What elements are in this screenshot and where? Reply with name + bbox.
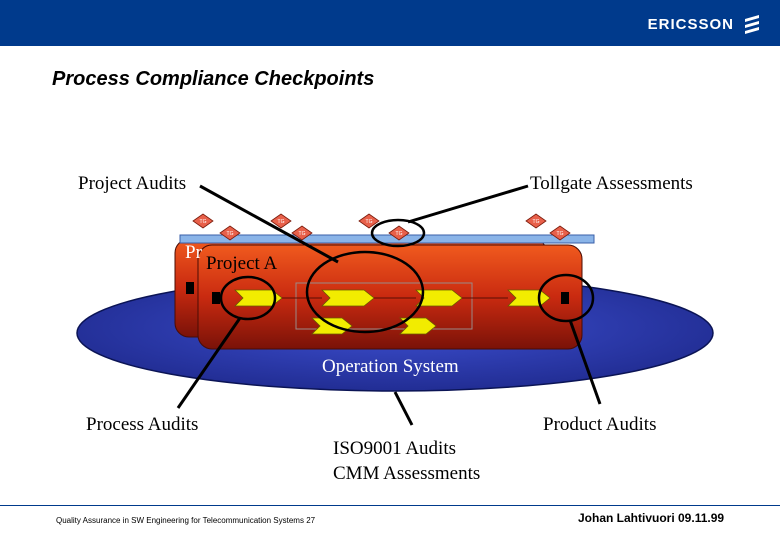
arrow-shape: [321, 289, 375, 307]
start-square-front: [212, 292, 220, 304]
project-a-label: Project A: [206, 253, 278, 274]
iso-line: [393, 391, 414, 426]
tg-label: TG: [557, 231, 564, 237]
tg-label: TG: [278, 219, 285, 225]
project-back-label: Pr: [185, 242, 202, 263]
tg-label: TG: [299, 231, 306, 237]
project-audits-line: [199, 184, 339, 264]
process-arrows: [234, 289, 551, 335]
tg-label: TG: [396, 231, 403, 237]
product-audits-line: [568, 319, 602, 405]
start-square-back: [186, 282, 194, 294]
footer-divider: [0, 505, 780, 506]
header-bar: ERICSSON: [0, 0, 780, 46]
arrow-shape: [399, 317, 437, 335]
tg-diamond-icon: TG: [270, 213, 292, 229]
tg-diamond-icon: TG: [358, 213, 380, 229]
tg-label: TG: [200, 219, 207, 225]
arrow-shape: [415, 289, 463, 307]
tg-label: TG: [227, 231, 234, 237]
tollgate-diamonds: TG TG TG TG TG TG TG TG: [192, 213, 571, 241]
process-audits-label: Process Audits: [86, 414, 199, 435]
operation-system-label: Operation System: [322, 356, 459, 377]
ericsson-logo: ERICSSON: [648, 13, 762, 35]
cmm-assessments-label: CMM Assessments: [333, 463, 481, 484]
process-audits-line: [176, 317, 242, 409]
tg-diamond-icon: TG: [219, 225, 241, 241]
product-audit-circle: [537, 273, 595, 323]
tg-diamond-icon: TG: [388, 225, 410, 241]
iso9001-audits-label: ISO9001 Audits: [333, 438, 456, 459]
end-square: [561, 292, 569, 304]
slide-title: Process Compliance Checkpoints: [52, 68, 375, 90]
logo-text: ERICSSON: [647, 15, 734, 33]
process-audit-circle: [219, 275, 277, 321]
project-audits-label: Project Audits: [78, 173, 187, 194]
product-audits-label: Product Audits: [543, 414, 657, 435]
tollgate-rail: [179, 234, 595, 244]
tg-diamond-icon: TG: [549, 225, 571, 241]
footer-course-text: Quality Assurance in SW Engineering for …: [56, 516, 316, 525]
ericsson-logo-icon: [745, 15, 759, 34]
tg-diamond-icon: TG: [291, 225, 313, 241]
tg-label: TG: [533, 219, 540, 225]
project-audit-circle: [305, 250, 425, 334]
tg-label: TG: [366, 219, 373, 225]
footer-author-date: Johan Lahtivuori 09.11.99: [578, 511, 725, 525]
tg-diamond-icon: TG: [192, 213, 214, 229]
tg-diamond-icon: TG: [525, 213, 547, 229]
tollgate-circle: [370, 218, 426, 248]
tollgate-line: [407, 184, 529, 224]
tollgate-assessments-label: Tollgate Assessments: [530, 173, 693, 194]
